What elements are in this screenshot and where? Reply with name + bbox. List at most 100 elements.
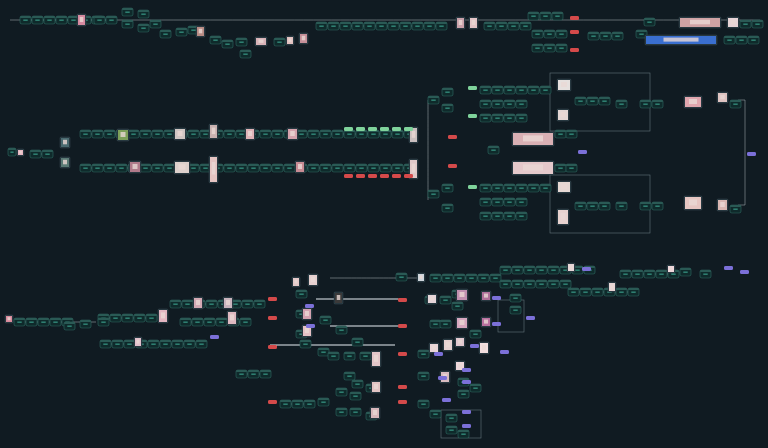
- reroute-dot-icon[interactable]: [462, 424, 471, 428]
- graph-node[interactable]: [271, 163, 284, 173]
- image-preview-node[interactable]: [173, 127, 187, 141]
- graph-node[interactable]: [429, 319, 442, 329]
- graph-node[interactable]: [351, 21, 364, 31]
- graph-node[interactable]: [735, 35, 748, 45]
- graph-node[interactable]: [195, 339, 208, 349]
- image-preview-node[interactable]: [285, 35, 295, 46]
- graph-node[interactable]: [586, 201, 599, 211]
- reroute-dot-icon[interactable]: [570, 16, 579, 20]
- reroute-dot-icon[interactable]: [268, 316, 277, 320]
- graph-node[interactable]: [247, 163, 260, 173]
- graph-node[interactable]: [479, 211, 492, 221]
- graph-node[interactable]: [303, 399, 316, 409]
- image-preview-node[interactable]: [369, 406, 381, 420]
- graph-node[interactable]: [643, 269, 656, 279]
- graph-node[interactable]: [567, 287, 580, 297]
- graph-node[interactable]: [395, 272, 408, 282]
- graph-node[interactable]: [555, 29, 568, 39]
- graph-node[interactable]: [515, 211, 528, 221]
- graph-node[interactable]: [551, 11, 564, 21]
- graph-node[interactable]: [574, 201, 587, 211]
- graph-node[interactable]: [327, 351, 340, 361]
- graph-node[interactable]: [379, 163, 392, 173]
- reroute-dot-icon[interactable]: [570, 30, 579, 34]
- image-preview-node[interactable]: [455, 316, 469, 330]
- graph-node[interactable]: [223, 163, 236, 173]
- graph-node[interactable]: [457, 429, 470, 439]
- graph-node[interactable]: [91, 163, 104, 173]
- image-preview-node[interactable]: [442, 338, 454, 352]
- node-layer[interactable]: [4, 7, 764, 439]
- graph-node[interactable]: [183, 339, 196, 349]
- graph-node[interactable]: [631, 269, 644, 279]
- graph-node[interactable]: [547, 279, 560, 289]
- graph-node[interactable]: [169, 299, 182, 309]
- graph-node[interactable]: [137, 9, 150, 19]
- graph-node[interactable]: [441, 87, 454, 97]
- graph-node[interactable]: [55, 15, 68, 25]
- graph-node[interactable]: [747, 35, 760, 45]
- image-preview-node[interactable]: [556, 180, 572, 194]
- image-preview-node[interactable]: [133, 336, 143, 348]
- graph-node[interactable]: [199, 129, 212, 139]
- reroute-dot-icon[interactable]: [398, 324, 407, 328]
- graph-node[interactable]: [317, 347, 330, 357]
- graph-node[interactable]: [429, 409, 442, 419]
- graph-node[interactable]: [523, 265, 536, 275]
- graph-node[interactable]: [651, 99, 664, 109]
- graph-node[interactable]: [469, 383, 482, 393]
- image-preview-node[interactable]: [195, 25, 206, 38]
- graph-node[interactable]: [335, 325, 348, 335]
- graph-node[interactable]: [139, 129, 152, 139]
- graph-node[interactable]: [123, 339, 136, 349]
- graph-node[interactable]: [417, 399, 430, 409]
- image-preview-node[interactable]: [307, 273, 319, 287]
- image-preview-node[interactable]: [726, 16, 740, 29]
- graph-node[interactable]: [535, 279, 548, 289]
- reroute-dot-icon[interactable]: [442, 398, 451, 402]
- graph-node[interactable]: [235, 163, 248, 173]
- image-preview-node[interactable]: [59, 136, 71, 149]
- graph-node[interactable]: [509, 293, 522, 303]
- reroute-dot-icon[interactable]: [404, 174, 413, 178]
- graph-node[interactable]: [359, 351, 372, 361]
- graph-node[interactable]: [147, 339, 160, 349]
- graph-node[interactable]: [259, 369, 272, 379]
- reroute-dot-icon[interactable]: [398, 352, 407, 356]
- reroute-dot-icon[interactable]: [434, 352, 443, 356]
- graph-node[interactable]: [97, 317, 110, 327]
- image-preview-node[interactable]: [511, 131, 555, 147]
- graph-node[interactable]: [515, 183, 528, 193]
- image-preview-node[interactable]: [683, 95, 703, 109]
- graph-node[interactable]: [13, 317, 26, 327]
- image-preview-node[interactable]: [683, 195, 703, 211]
- image-preview-node[interactable]: [428, 342, 440, 354]
- reroute-dot-icon[interactable]: [398, 385, 407, 389]
- graph-node[interactable]: [79, 163, 92, 173]
- graph-node[interactable]: [507, 21, 520, 31]
- graph-node[interactable]: [527, 183, 540, 193]
- graph-node[interactable]: [273, 37, 286, 47]
- graph-node[interactable]: [7, 147, 17, 157]
- graph-node[interactable]: [539, 183, 552, 193]
- graph-node[interactable]: [615, 287, 628, 297]
- graph-node[interactable]: [307, 129, 320, 139]
- reroute-dot-icon[interactable]: [398, 298, 407, 302]
- graph-node[interactable]: [163, 163, 176, 173]
- image-preview-node[interactable]: [644, 34, 718, 46]
- graph-node[interactable]: [259, 129, 272, 139]
- graph-node[interactable]: [149, 19, 162, 29]
- reroute-dot-icon[interactable]: [582, 267, 591, 271]
- graph-node[interactable]: [565, 163, 578, 173]
- graph-node[interactable]: [417, 371, 430, 381]
- graph-node[interactable]: [205, 299, 218, 309]
- graph-node[interactable]: [343, 371, 356, 381]
- graph-node[interactable]: [565, 129, 578, 139]
- image-preview-node[interactable]: [468, 16, 479, 30]
- graph-node[interactable]: [479, 99, 492, 109]
- graph-node[interactable]: [441, 273, 454, 283]
- graph-node[interactable]: [239, 49, 252, 59]
- graph-node[interactable]: [483, 21, 496, 31]
- graph-node[interactable]: [343, 129, 356, 139]
